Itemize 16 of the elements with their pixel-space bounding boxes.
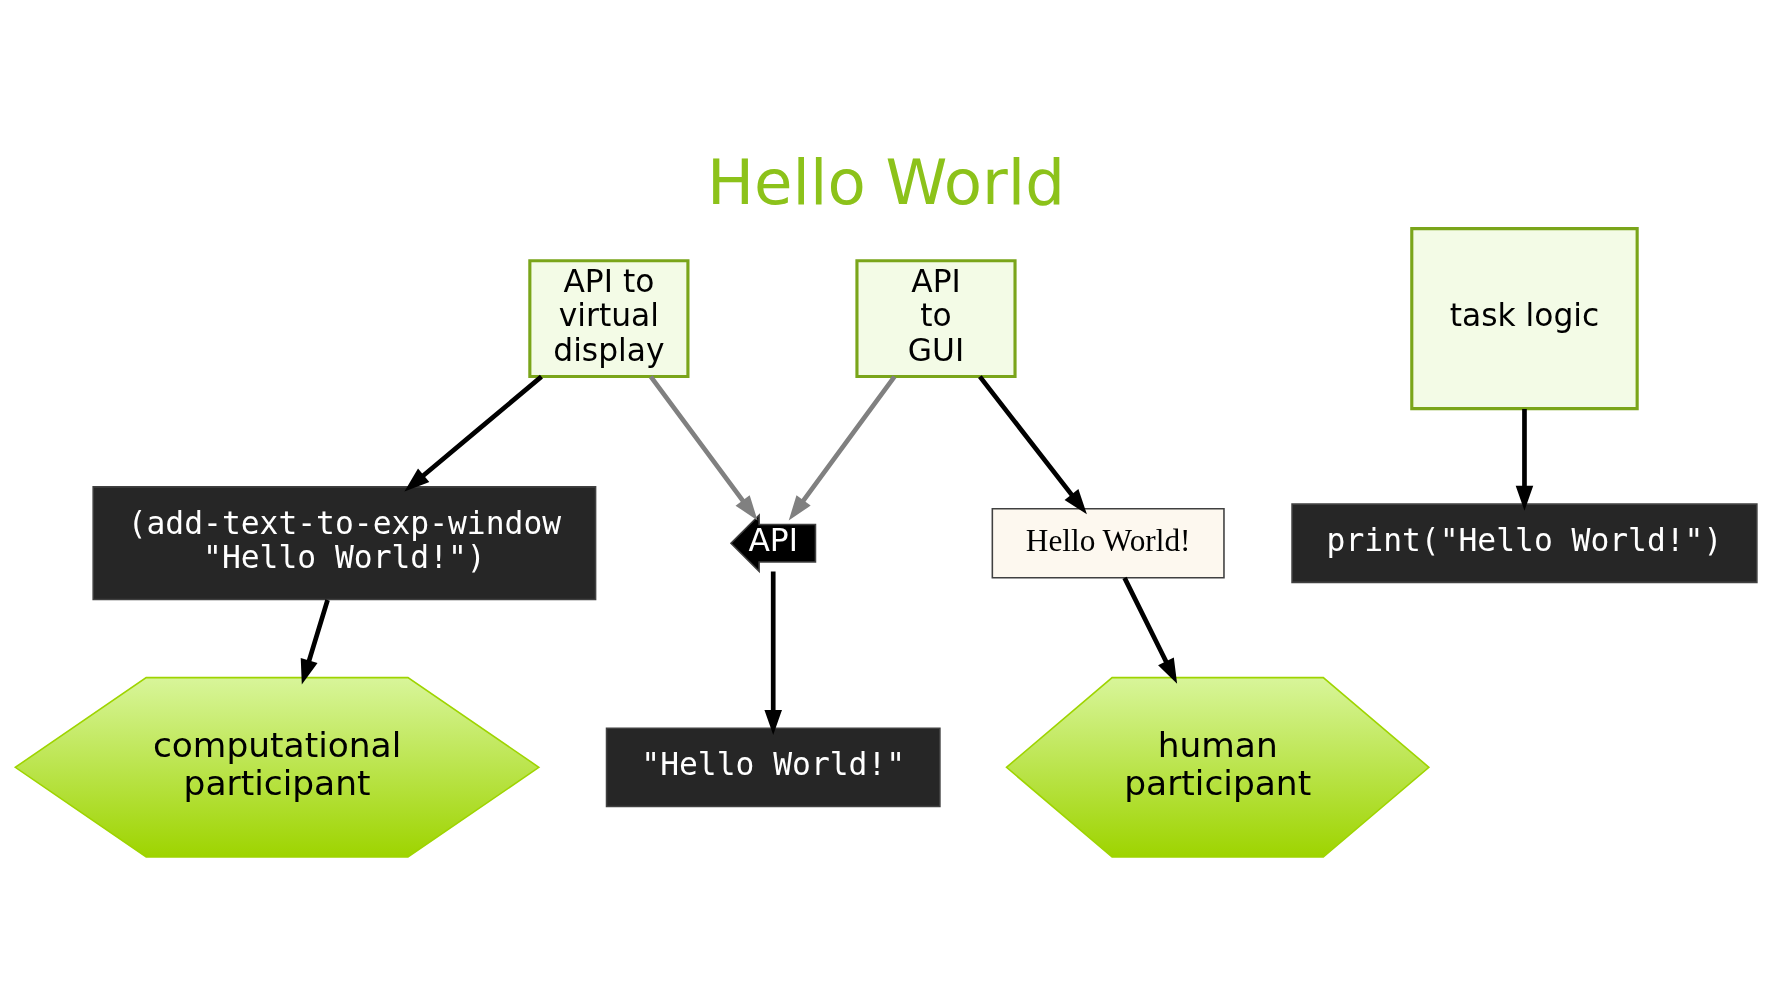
- arrow: [648, 374, 758, 521]
- arrow: [978, 374, 1087, 514]
- arrow: [788, 374, 897, 521]
- arrow: [764, 570, 782, 735]
- node-box: API to GUI: [855, 258, 1017, 378]
- node-box: API to virtual display: [528, 258, 690, 378]
- arrow: [1515, 408, 1534, 511]
- arrow: [1122, 576, 1178, 684]
- node-box: Hello World!: [991, 507, 1225, 578]
- node-box: "Hello World!": [605, 726, 941, 807]
- node-box: (add-text-to-exp-window "Hello World!"): [92, 485, 597, 600]
- diagram-title: Hello World: [707, 145, 1065, 219]
- arrow: [300, 598, 330, 685]
- node-box: task logic: [1410, 226, 1639, 410]
- arrow: [404, 374, 543, 491]
- node-box: print("Hello World!"): [1291, 502, 1758, 583]
